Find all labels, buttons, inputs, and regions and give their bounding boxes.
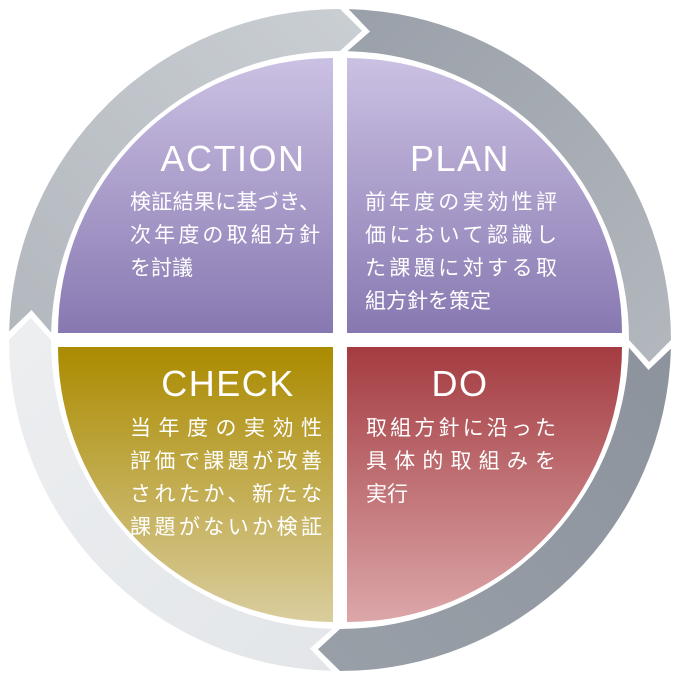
check-line-3: されたか、新たな bbox=[130, 483, 322, 506]
action-line-2: 次年度の取組方針 bbox=[130, 224, 320, 247]
action-line-1: 検証結果に基づき、 bbox=[130, 191, 320, 214]
action-line-3: を討議 bbox=[130, 257, 193, 280]
check-line-4: 課題がないか検証 bbox=[130, 516, 322, 539]
ring-arrow-segment-bottom-right bbox=[318, 347, 671, 671]
check-line-1: 当年度の実効性 bbox=[130, 417, 322, 440]
plan-line-3: た課題に対する取 bbox=[365, 257, 557, 280]
plan-line-2: 価において認識し bbox=[365, 224, 557, 247]
ring-arrow-segment-top-right bbox=[347, 9, 671, 362]
do-line-2: 具体的取組みを bbox=[366, 450, 556, 473]
ring-arrow-segment-bottom-left bbox=[8, 318, 333, 671]
do-line-3: 実行 bbox=[366, 483, 408, 506]
check-description: 当年度の実効性 評価で課題が改善 されたか、新たな 課題がないか検証 bbox=[130, 412, 322, 544]
plan-description: 前年度の実効性評 価において認識し た課題に対する取 組方針を策定 bbox=[365, 186, 557, 318]
plan-title: PLAN bbox=[409, 138, 511, 179]
do-description: 取組方針に沿った 具体的取組みを 実行 bbox=[366, 412, 556, 511]
plan-line-4: 組方針を策定 bbox=[365, 290, 491, 313]
ring-arrow-segment-top-left bbox=[9, 8, 362, 333]
check-title: CHECK bbox=[161, 363, 295, 404]
action-title: ACTION bbox=[160, 138, 306, 179]
do-line-1: 取組方針に沿った bbox=[366, 417, 556, 440]
action-description: 検証結果に基づき、 次年度の取組方針 を討議 bbox=[130, 186, 320, 285]
check-line-2: 評価で課題が改善 bbox=[130, 450, 322, 473]
do-title: DO bbox=[431, 363, 489, 404]
plan-line-1: 前年度の実効性評 bbox=[365, 191, 557, 214]
